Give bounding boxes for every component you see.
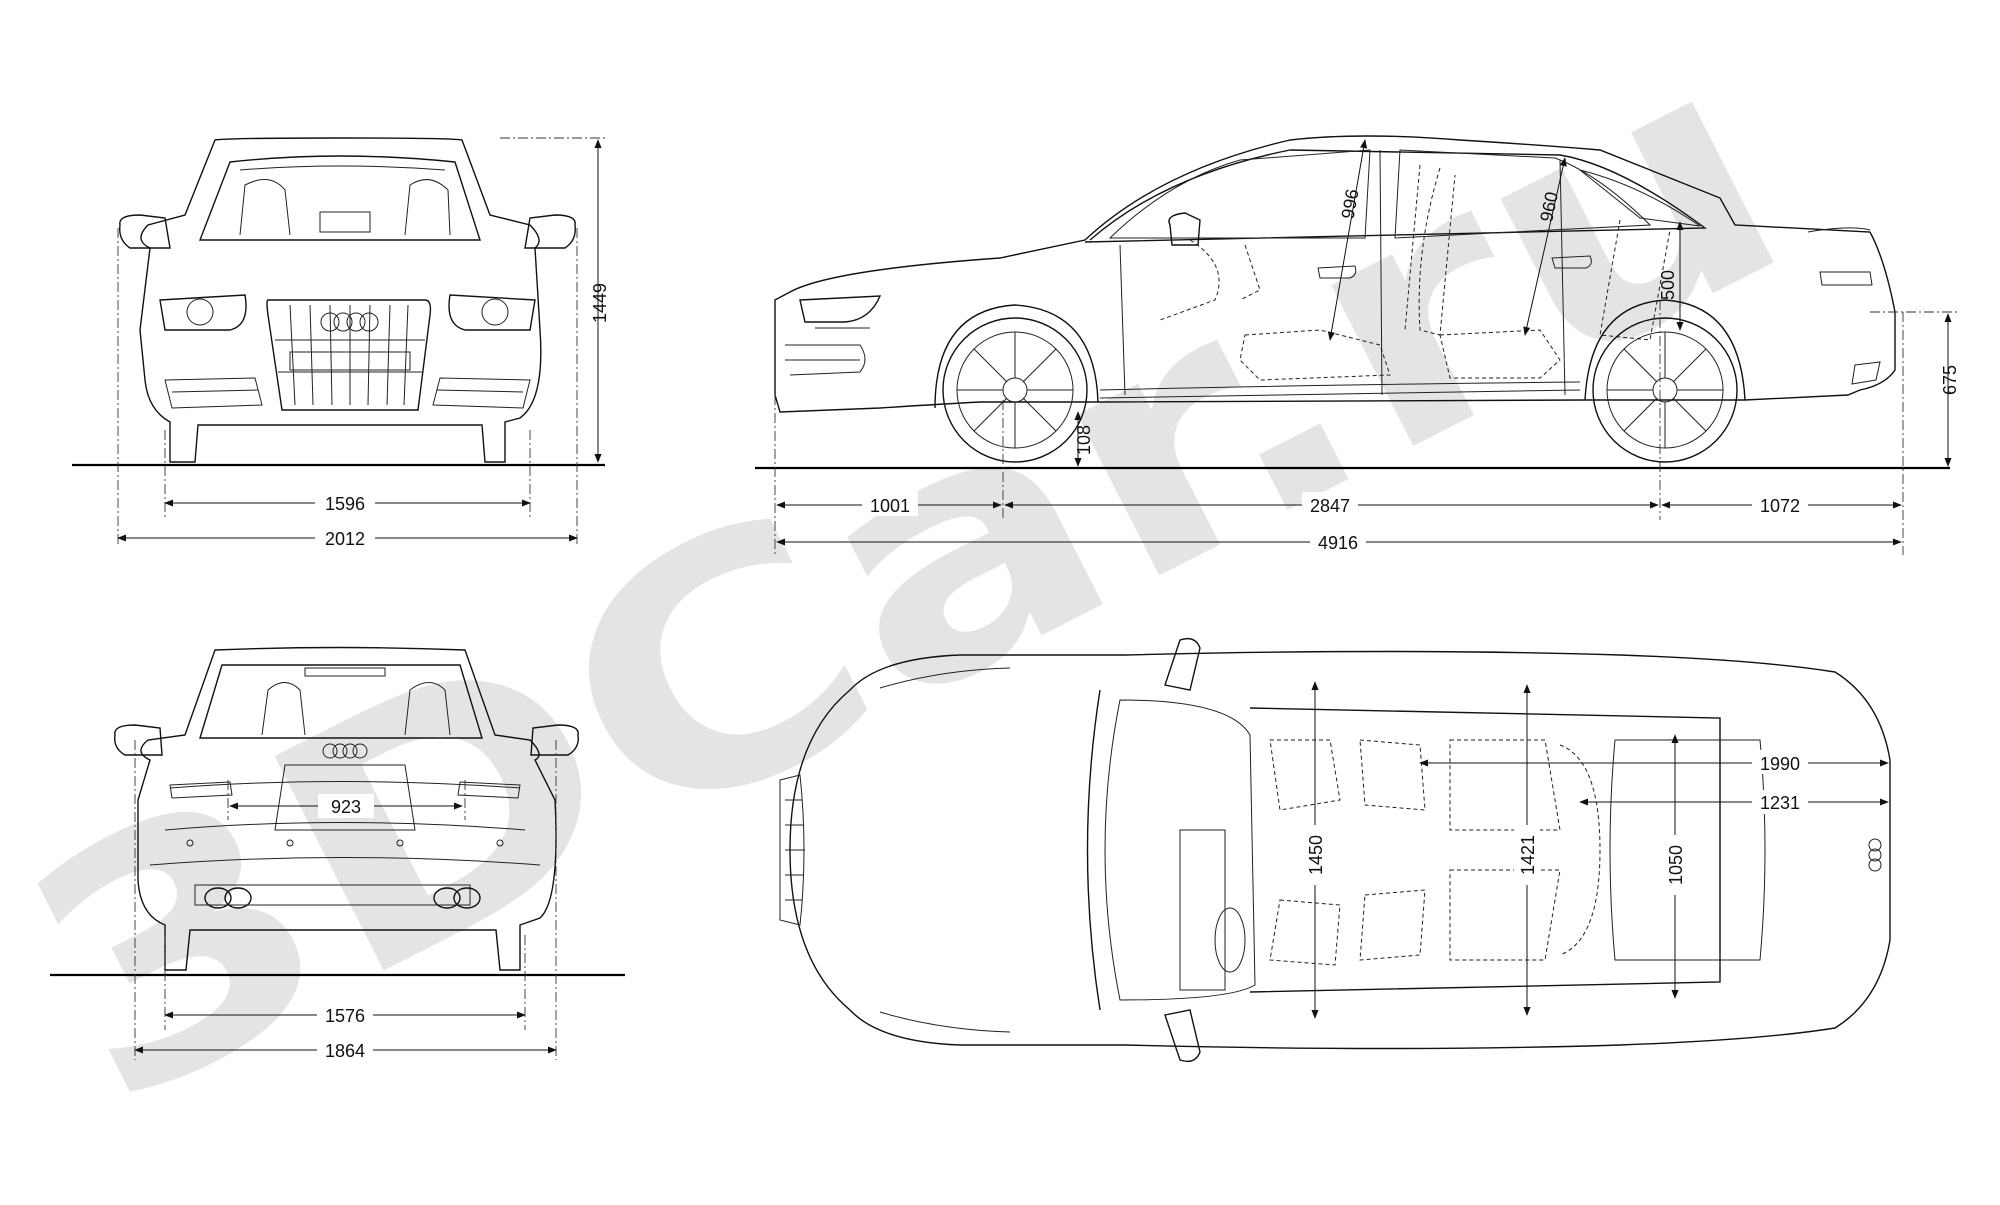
side-wheel-height-label: 108: [1074, 425, 1094, 455]
side-front-arch: [934, 304, 1099, 409]
front-windshield: [198, 155, 481, 241]
side-window-line: [1084, 149, 1708, 243]
top-steering-wheel: [1214, 907, 1246, 973]
side-front-wheel: [942, 317, 1088, 463]
front-seat-left: [239, 179, 291, 236]
svg-text:3DCar.ru: 3DCar.ru: [0, 0, 1838, 1179]
side-rear-arch: [1584, 299, 1746, 401]
rear-track-label: 1576: [325, 1006, 365, 1026]
rear-brake-light: [304, 667, 386, 677]
rear-width-label: 1864: [325, 1041, 365, 1061]
front-license-plate: [289, 351, 411, 371]
front-width-label: 2012: [325, 529, 365, 549]
top-trunk-width-label: 1050: [1666, 845, 1686, 885]
front-height-label: 1449: [590, 283, 610, 323]
rear-left-mirror: [114, 724, 163, 756]
audi-rings-top: [1868, 838, 1882, 872]
top-left-mirror: [1164, 637, 1201, 691]
front-mirror: [319, 211, 371, 233]
side-wheelbase-label: 2847: [1310, 496, 1350, 516]
side-front-headroom-dim: [1327, 139, 1368, 341]
side-rear-handle: [1551, 255, 1592, 269]
side-rear-wheel: [1592, 317, 1738, 463]
top-front-shoulder-label: 1450: [1306, 835, 1326, 875]
side-mirror: [1168, 212, 1201, 246]
top-windshield-base: [1086, 689, 1101, 1011]
top-trunk-length-label: 1231: [1760, 793, 1800, 813]
top-windshield: [1104, 699, 1256, 1001]
rear-body-outline: [137, 646, 557, 971]
top-body-outline: [789, 650, 1891, 1050]
audi-rings-front: [320, 312, 379, 332]
audi-rings-rear: [322, 743, 368, 759]
front-view: 1449 1596 2012: [72, 137, 610, 549]
rear-view: 923 1576 1864: [50, 646, 625, 1061]
side-rear-headroom-dim: [1523, 157, 1567, 336]
front-grille-bars: [275, 304, 425, 406]
top-roof: [1249, 707, 1721, 993]
top-view: 1450 1421 1050 1990 1231: [779, 637, 1891, 1063]
side-front-window: [1108, 149, 1371, 239]
rear-window: [199, 664, 483, 739]
front-seat-right: [404, 179, 451, 236]
side-taillight: [1819, 271, 1873, 286]
front-headlight-left: [159, 294, 247, 331]
top-trunk-depth-label: 1990: [1760, 754, 1800, 774]
rear-trunk-width-label: 923: [331, 797, 361, 817]
top-rear-shoulder-label: 1421: [1518, 835, 1538, 875]
front-track-label: 1596: [325, 494, 365, 514]
top-front-grille: [779, 774, 805, 926]
front-right-mirror: [524, 214, 576, 249]
side-rear-overhang-label: 1072: [1760, 496, 1800, 516]
rear-exhaust-tips: [204, 887, 481, 909]
side-headlight: [799, 295, 882, 323]
top-right-mirror: [1164, 1009, 1201, 1063]
watermark: 3DCar.ru: [0, 0, 1838, 1179]
front-grille: [266, 299, 432, 411]
side-front-overhang-label: 1001: [870, 496, 910, 516]
front-headlight-right: [448, 294, 536, 331]
front-body-outline: [139, 137, 542, 463]
side-length-label: 4916: [1318, 533, 1358, 553]
rear-right-mirror: [530, 724, 579, 756]
front-left-mirror: [119, 214, 171, 249]
side-view: 108 500 960 996 675 1001 2847 1072 4916: [755, 135, 1960, 555]
side-trunk-label: 500: [1658, 270, 1678, 300]
side-rear-bumper-label: 675: [1940, 365, 1960, 395]
